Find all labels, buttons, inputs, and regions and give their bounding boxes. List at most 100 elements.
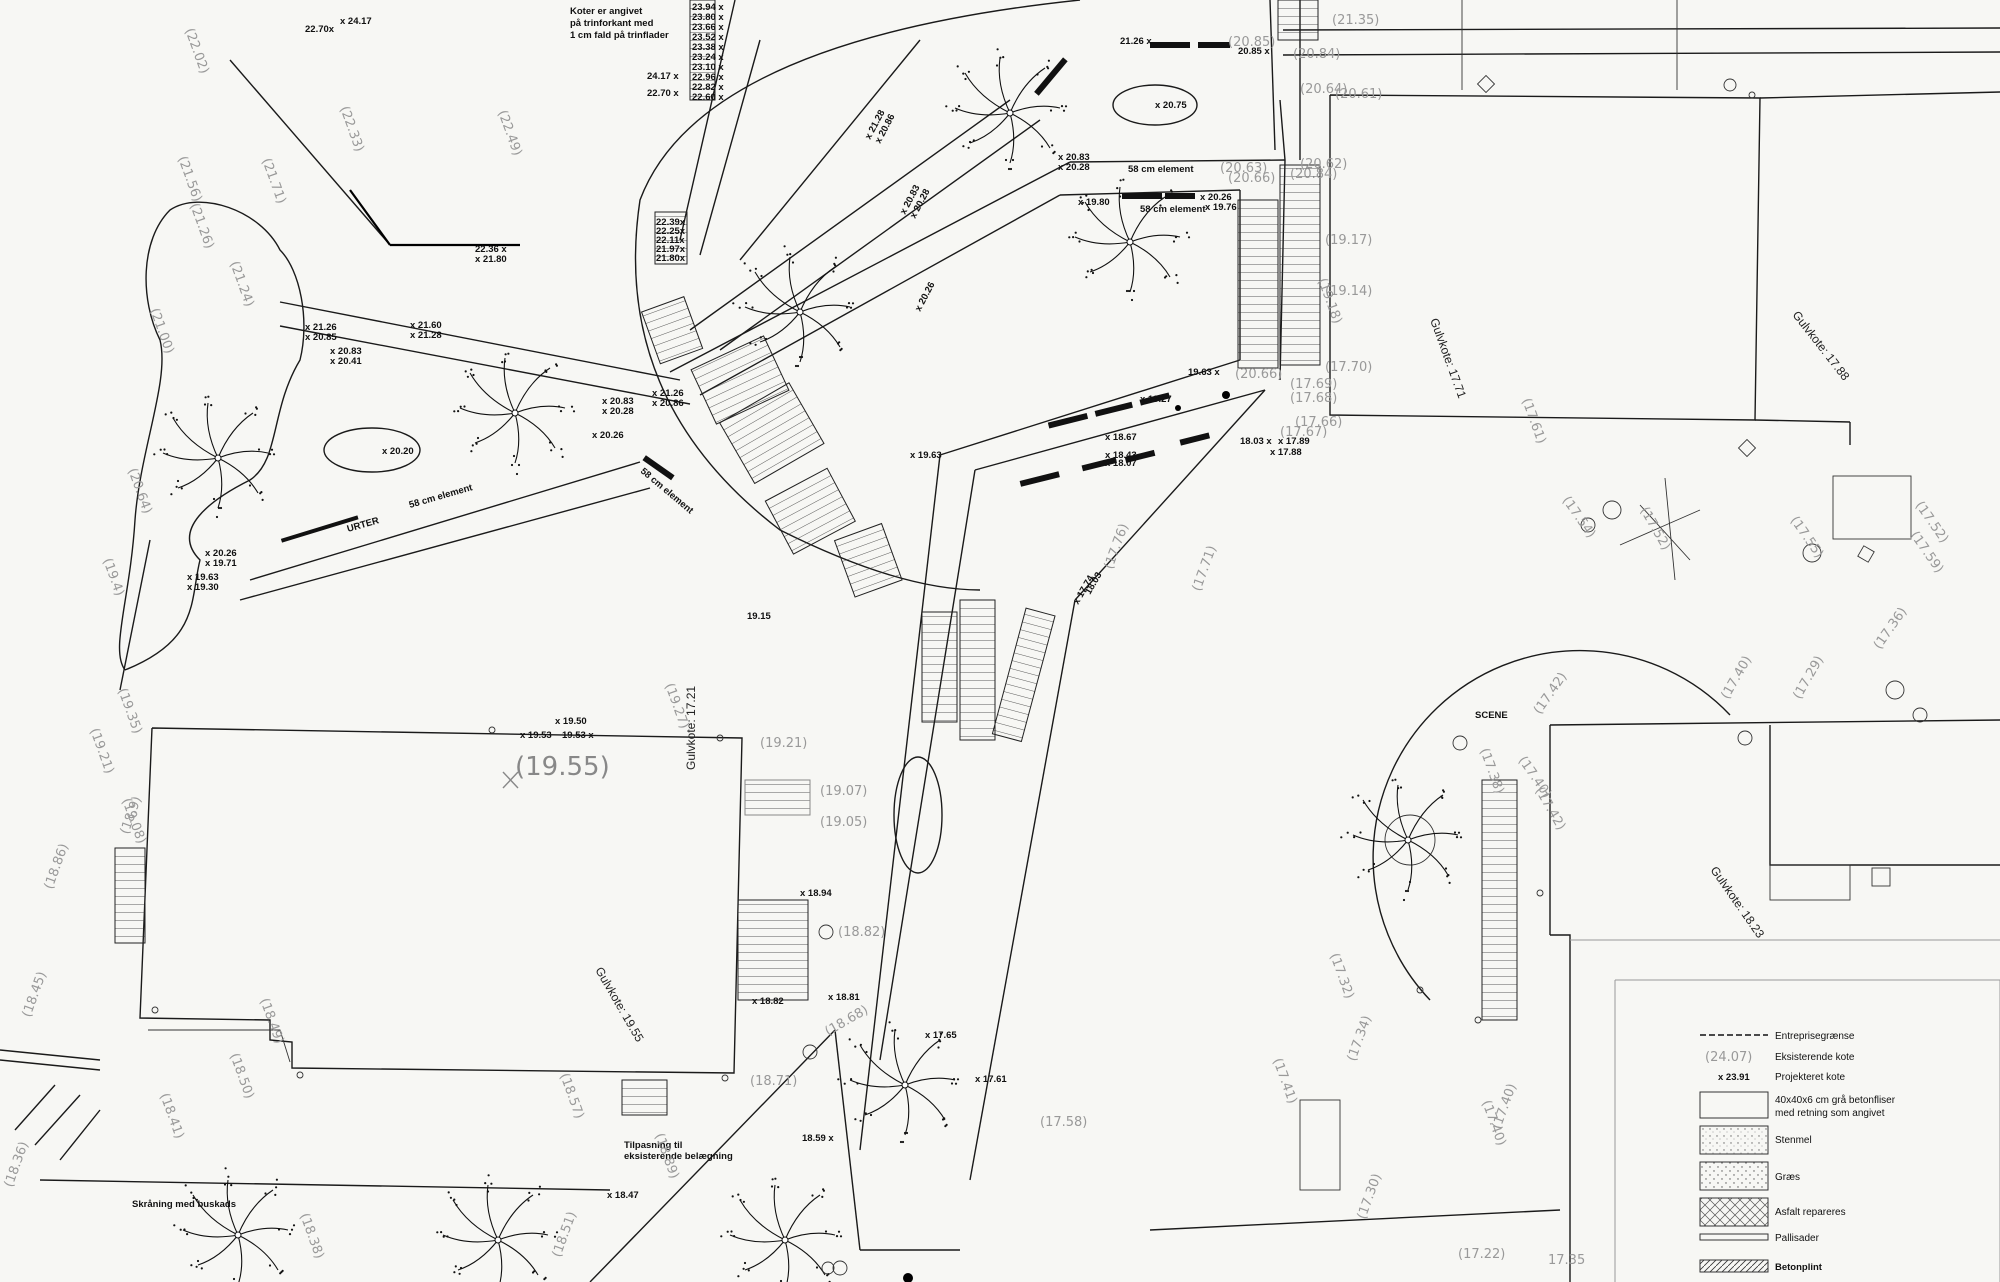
existing-height-e9: (19.17) bbox=[1325, 233, 1372, 248]
stair-mid-height: 22.11x bbox=[656, 235, 685, 246]
stair-top-left-0: 24.17 x bbox=[647, 71, 679, 82]
tree-symbol bbox=[1340, 778, 1463, 902]
existing-height-e6: (20.66) bbox=[1228, 171, 1275, 186]
legend-pallisader: Pallisader bbox=[1775, 1233, 1820, 1244]
note-skraaning: Skråning med buskads bbox=[132, 1199, 236, 1210]
spot-m: 18.59 x bbox=[802, 1133, 834, 1144]
existing-height-e47: (17.71) bbox=[1190, 544, 1220, 594]
spot-l: x 18.47 bbox=[607, 1190, 639, 1201]
spot-i: x 18.94 bbox=[800, 888, 832, 899]
existing-height-e33: (17.22) bbox=[1458, 1247, 1505, 1262]
existing-height-e3: (20.62) bbox=[1300, 157, 1347, 172]
existing-height-e2: (20.84) bbox=[1293, 47, 1340, 62]
existing-height-e34: 17.35 bbox=[1548, 1253, 1585, 1268]
legend: Entreprisegrænse (24.07) Eksisterende ko… bbox=[1699, 1031, 1896, 1273]
existing-height-e23: (18.68) bbox=[823, 1003, 872, 1040]
tree-symbol bbox=[173, 1167, 296, 1282]
existing-height-e17: (17.67) bbox=[1280, 425, 1327, 440]
building-lower-right bbox=[1549, 719, 2000, 1282]
stair-top-height: 22.96 x bbox=[692, 72, 724, 83]
spot-ad: x 20.26 bbox=[205, 548, 237, 559]
building-upper-right bbox=[1282, 27, 2000, 445]
stair-mid-height: 21.80x bbox=[656, 253, 686, 264]
tree-symbol bbox=[732, 245, 855, 368]
spot-aj: x 20.26 bbox=[592, 430, 624, 441]
existing-height-e64: (18.45) bbox=[20, 970, 50, 1020]
existing-height-e69: (18.38) bbox=[296, 1211, 326, 1261]
spot-al: x 21.26 bbox=[652, 388, 684, 399]
existing-height-e19: (19.07) bbox=[820, 784, 867, 799]
existing-height-e25: (19.21) bbox=[760, 736, 807, 751]
stair-mid-height: 22.25x bbox=[656, 226, 686, 237]
gulvkote-1721: Gulvkote: 17.21 bbox=[684, 686, 698, 770]
spot-o: x 17.89 bbox=[1278, 436, 1310, 447]
spot-g: 19.53 x bbox=[562, 730, 594, 741]
existing-height-e15: (17.68) bbox=[1290, 391, 1337, 406]
spot-an: x 17.65 bbox=[925, 1030, 957, 1041]
spot-r: x 20.26 bbox=[1200, 192, 1232, 203]
existing-height-e56: (21.00) bbox=[146, 306, 176, 356]
spot-ar: x 17.88 bbox=[1270, 447, 1302, 458]
existing-height-e12: (20.66) bbox=[1235, 367, 1282, 382]
stair-top-height: 23.52 x bbox=[692, 32, 724, 43]
existing-height-e18: (21.35) bbox=[1332, 13, 1379, 28]
legend-betonfliser-1: 40x40x6 cm grå betonfliser bbox=[1775, 1094, 1896, 1106]
spot-a: 22.70x bbox=[305, 24, 335, 35]
existing-height-e66: (18.41) bbox=[156, 1091, 186, 1141]
existing-height-e45: (17.32) bbox=[1326, 951, 1356, 1001]
legend-stenmel: Stenmel bbox=[1775, 1135, 1812, 1146]
existing-height-e67: (18.50) bbox=[226, 1051, 256, 1101]
stair-mid-height: 21.97x bbox=[656, 244, 686, 255]
spot-ai: x 20.28 bbox=[602, 406, 634, 417]
note-scene: SCENE bbox=[1475, 710, 1508, 721]
existing-height-e48: (17.76) bbox=[1102, 522, 1132, 572]
spot-f: x 19.53 bbox=[520, 730, 552, 741]
note-tilpasning-1: Tilpasning til bbox=[624, 1140, 682, 1151]
existing-height-e43: (17.34) bbox=[1345, 1014, 1375, 1064]
stairs bbox=[114, 0, 1518, 1116]
spot-c: x 20.75 bbox=[1155, 100, 1187, 111]
existing-height-e42: (17.41) bbox=[1269, 1056, 1299, 1106]
stair-mid-height: 22.39x bbox=[656, 217, 686, 228]
existing-height-e52: (21.71) bbox=[258, 156, 288, 206]
stair-top-height: 23.66 x bbox=[692, 22, 724, 33]
stair-top-height: 23.10 x bbox=[692, 62, 724, 73]
existing-height-e60: (19.21) bbox=[86, 726, 116, 776]
existing-height-e14: (17.69) bbox=[1290, 377, 1337, 392]
spot-q: x 19.80 bbox=[1078, 197, 1110, 208]
stair-top-height: 22.60 x bbox=[692, 92, 724, 103]
existing-height-e53: (21.56) bbox=[174, 154, 204, 204]
existing-height-e26: (17.42) bbox=[1531, 670, 1570, 717]
spot-s: x 19.76 bbox=[1205, 202, 1237, 213]
existing-height-e63: (18.86) bbox=[42, 842, 72, 892]
existing-height-e37: (17.55) bbox=[1787, 514, 1826, 561]
path-network bbox=[0, 0, 1561, 1282]
building-level-label: (19.55) bbox=[515, 752, 610, 782]
existing-height-e41: (17.29) bbox=[1790, 653, 1827, 702]
spot-e: x 19.50 bbox=[555, 716, 587, 727]
legend-projekteret-sample: x 23.91 bbox=[1718, 1072, 1750, 1083]
spot-j: x 18.82 bbox=[752, 996, 784, 1007]
spot-aw: x 20.83 bbox=[1058, 152, 1090, 163]
tree-symbol bbox=[1068, 178, 1191, 302]
spot-as: x 18.43 bbox=[1105, 450, 1137, 461]
spot-u: 20.85 x bbox=[1238, 46, 1270, 57]
gulvkote-1788: Gulvkote: 17.88 bbox=[1790, 308, 1853, 383]
building-lower-left bbox=[139, 727, 743, 1074]
note-element-c: 58 cm element bbox=[408, 482, 475, 511]
tree-symbol bbox=[436, 1174, 559, 1282]
spot-aa: x 21.28 bbox=[410, 330, 442, 341]
legend-entreprisegraense: Entreprisegrænse bbox=[1775, 1031, 1855, 1042]
scene-circle bbox=[1372, 649, 1731, 1001]
existing-height-e35: (17.54) bbox=[1559, 494, 1598, 541]
spot-ba: x 20.26 bbox=[913, 280, 938, 313]
legend-eksisterende-kote: Eksisterende kote bbox=[1775, 1052, 1855, 1063]
spot-t: 21.26 x bbox=[1120, 36, 1152, 47]
existing-height-e21: (18.82) bbox=[838, 925, 885, 940]
tree-symbol bbox=[720, 1177, 843, 1282]
existing-height-e30: (17.38) bbox=[1476, 746, 1506, 796]
existing-height-e16: (17.66) bbox=[1295, 415, 1342, 430]
existing-height-e20: (19.05) bbox=[820, 815, 867, 830]
pallisader bbox=[280, 42, 1230, 543]
